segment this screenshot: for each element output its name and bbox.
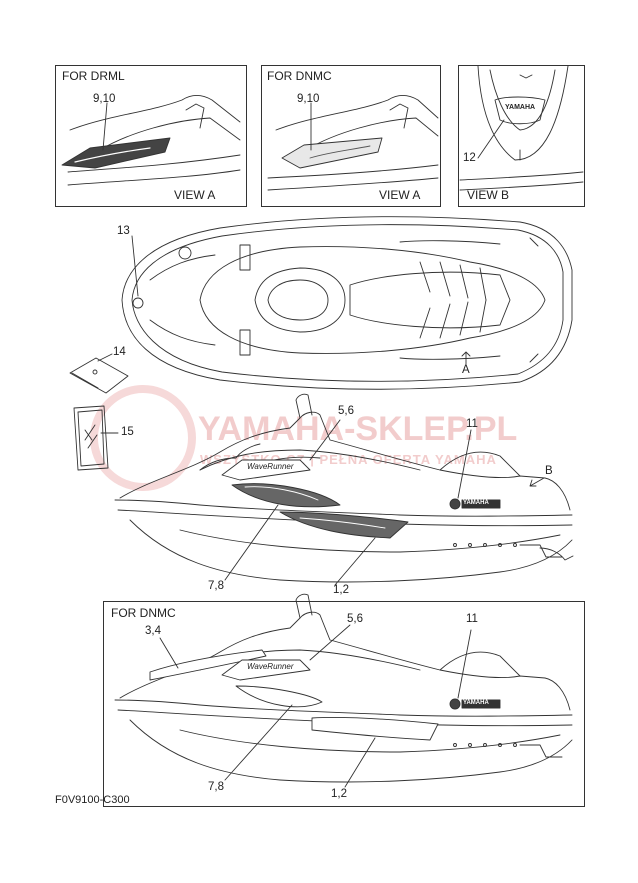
- callout-14: 14: [113, 346, 126, 358]
- panel-dnmc-bottom-title: FOR DNMC: [111, 606, 176, 620]
- figure-code: F0V9100-C300: [55, 794, 130, 806]
- panel-drml-view-label: VIEW A: [174, 188, 216, 202]
- callout-5-6: 5,6: [338, 405, 354, 417]
- bottom-callout-1-2: 1,2: [331, 788, 347, 800]
- view-b-drawing: [459, 65, 584, 191]
- bottom-callout-3-4: 3,4: [145, 625, 161, 637]
- top-view-drawing: [121, 216, 573, 390]
- side-hull-decal-text: WaveRunner: [247, 462, 294, 471]
- panel-dnmc-top-view-label: VIEW A: [379, 188, 421, 202]
- panel-dnmc-top-callout: 9,10: [297, 93, 320, 105]
- bottom-side-view-drawing: [114, 593, 573, 788]
- callout-7-8: 7,8: [208, 580, 224, 592]
- bottom-callout-5-6: 5,6: [347, 613, 363, 625]
- part-14-drawing: [69, 353, 129, 394]
- drml-view-a-drawing: [61, 95, 241, 186]
- bottom-callout-11: 11: [466, 613, 478, 625]
- watermark-text: YAMAHA-SKLEP.PL: [198, 410, 518, 448]
- bottom-callout-7-8: 7,8: [208, 781, 224, 793]
- panel-drml-title: FOR DRML: [62, 69, 125, 83]
- watermark-logo-ring: [90, 385, 196, 491]
- view-b-logo-text: YAMAHA: [505, 104, 536, 111]
- panel-drml-callout: 9,10: [93, 93, 116, 105]
- part-15-drawing: [73, 405, 119, 471]
- dnmc-view-a-drawing: [267, 95, 439, 191]
- arrow-a-label: A: [462, 364, 470, 376]
- panel-view-b-view-label: VIEW B: [467, 188, 510, 202]
- side-view-drawing: [114, 393, 574, 586]
- callout-1-2: 1,2: [333, 584, 349, 596]
- panel-dnmc-top-title: FOR DNMC: [267, 69, 332, 83]
- callout-15: 15: [121, 426, 134, 438]
- callout-13: 13: [117, 225, 130, 237]
- panel-dnmc-bottom: FOR DNMC: [103, 601, 585, 807]
- panel-drml: FOR DRML 9,10 VIEW A: [55, 65, 247, 207]
- panel-view-b-callout: 12: [463, 152, 476, 164]
- callout-11: 11: [466, 418, 478, 430]
- side-logo-decal-text: YAMAHA: [463, 500, 489, 506]
- bottom-logo-decal-text: YAMAHA: [463, 700, 489, 706]
- panel-dnmc-top: FOR DNMC 9,10 VIEW A: [261, 65, 441, 207]
- arrow-b-label: B: [545, 465, 553, 477]
- bottom-hull-decal-text: WaveRunner: [247, 662, 294, 671]
